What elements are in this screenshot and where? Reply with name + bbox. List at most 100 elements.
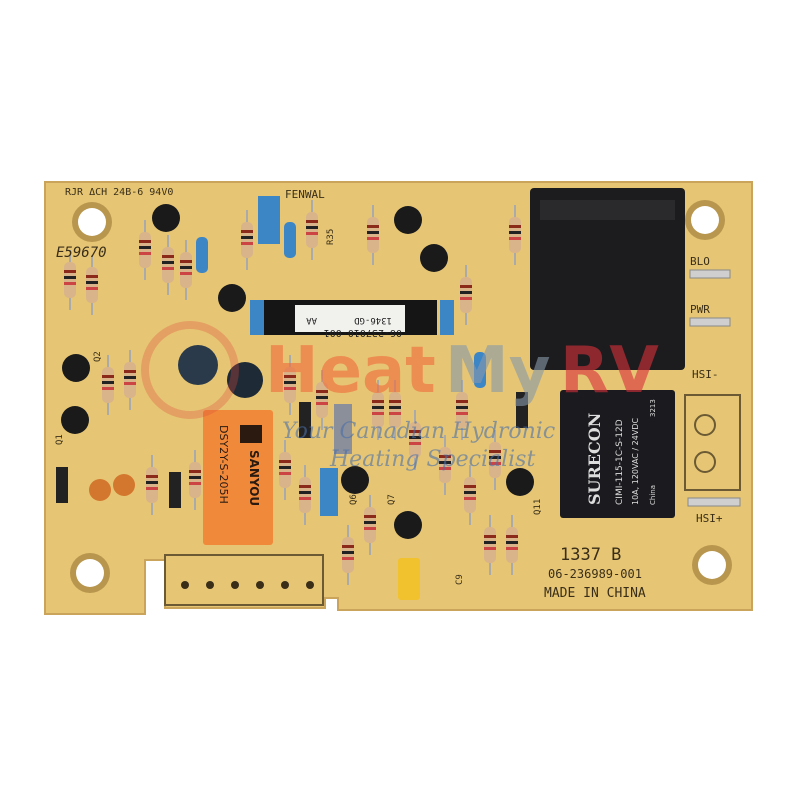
surecon-rating: 10A, 120VAC / 24VDC	[631, 418, 640, 505]
resistor-band	[102, 375, 114, 378]
ic-label-part: 06-237010-001	[324, 327, 402, 338]
transistor	[394, 206, 422, 234]
film-capacitor	[320, 468, 338, 516]
resistor-band	[189, 482, 201, 485]
resistor-band	[484, 547, 496, 550]
resistor-band	[316, 402, 328, 405]
svg-text:RV: RV	[560, 334, 659, 408]
resistor-band	[460, 291, 472, 294]
pin-header	[164, 554, 324, 606]
resistor-band	[180, 260, 192, 263]
sanyou-relay	[203, 410, 273, 545]
label-q11: Q11	[533, 499, 543, 515]
label-q6: Q6	[349, 494, 359, 505]
resistor-band	[389, 412, 401, 415]
resistor-band	[484, 541, 496, 544]
components	[56, 196, 534, 585]
diode	[516, 392, 528, 428]
surecon-relay	[560, 390, 675, 518]
resistor-band	[464, 485, 476, 488]
board-number: 06-236989-001	[548, 567, 642, 581]
resistor	[299, 477, 311, 513]
resistor-band	[284, 387, 296, 390]
resistor-band	[506, 535, 518, 538]
resistor-band	[64, 276, 76, 279]
resistor-band	[180, 272, 192, 275]
resistor-band	[241, 242, 253, 245]
resistor-band	[342, 545, 354, 548]
resistor-band	[306, 220, 318, 223]
resistor-band	[139, 246, 151, 249]
mounting-holes	[70, 200, 732, 593]
resistor-band	[364, 515, 376, 518]
resistor-band	[464, 491, 476, 494]
resistor	[367, 217, 379, 253]
resistor-band	[456, 400, 468, 403]
resistor-band	[342, 551, 354, 554]
surecon-brand: SURECON	[585, 413, 604, 505]
resistor-band	[409, 442, 421, 445]
pin-hole	[231, 581, 239, 589]
resistor-band	[464, 497, 476, 500]
resistor-band	[364, 527, 376, 530]
resistor	[64, 262, 76, 298]
resistor-band	[316, 390, 328, 393]
resistor-band	[284, 381, 296, 384]
resistor	[464, 477, 476, 513]
resistor-band	[342, 557, 354, 560]
resistor-band	[439, 461, 451, 464]
revision: 1337 B	[560, 545, 621, 565]
resistor-band	[460, 285, 472, 288]
resistor-band	[456, 406, 468, 409]
resistor-band	[484, 535, 496, 538]
resistor-band	[241, 230, 253, 233]
resistor-band	[124, 382, 136, 385]
terminal-blo: BLO	[690, 255, 710, 268]
transistor	[506, 468, 534, 496]
resistor-band	[460, 297, 472, 300]
diode	[56, 467, 68, 503]
sanyou-brand: SANYOU	[247, 450, 261, 506]
resistor	[484, 527, 496, 563]
cert-marks: RJR ΔCH 24B-6 94V0	[65, 187, 173, 198]
resistor-band	[146, 475, 158, 478]
label-q1: Q1	[55, 434, 65, 445]
resistor-band	[284, 375, 296, 378]
blue-resistor	[196, 237, 208, 273]
ceramic-filter	[334, 404, 352, 454]
ceramic-capacitor	[113, 474, 135, 496]
resistor-band	[102, 381, 114, 384]
pin-hole	[306, 581, 314, 589]
resistor-band	[189, 470, 201, 473]
origin: MADE IN CHINA	[544, 586, 646, 601]
surecon-date: 3213	[649, 399, 657, 417]
connector-outline	[684, 394, 741, 491]
resistor-band	[162, 267, 174, 270]
blue-resistor	[284, 222, 296, 258]
resistor-band	[489, 456, 501, 459]
ic-label-date: 1346-GD	[354, 315, 392, 325]
transistor	[61, 406, 89, 434]
resistor	[180, 252, 192, 288]
resistor-band	[189, 476, 201, 479]
resistor	[460, 277, 472, 313]
resistor-band	[389, 400, 401, 403]
resistor-band	[279, 460, 291, 463]
electrolytic-capacitor	[178, 345, 218, 385]
resistor	[124, 362, 136, 398]
resistor-band	[364, 521, 376, 524]
resistor-band	[124, 370, 136, 373]
resistor	[86, 267, 98, 303]
label-r35: R35	[326, 229, 336, 245]
resistor-band	[306, 226, 318, 229]
yellow-capacitor	[398, 558, 420, 600]
resistor-band	[162, 261, 174, 264]
resistor	[306, 212, 318, 248]
resistor-band	[64, 282, 76, 285]
resistor-band	[367, 225, 379, 228]
resistor	[364, 507, 376, 543]
resistor-band	[86, 287, 98, 290]
resistor	[509, 217, 521, 253]
resistor-band	[139, 240, 151, 243]
resistor-band	[367, 231, 379, 234]
